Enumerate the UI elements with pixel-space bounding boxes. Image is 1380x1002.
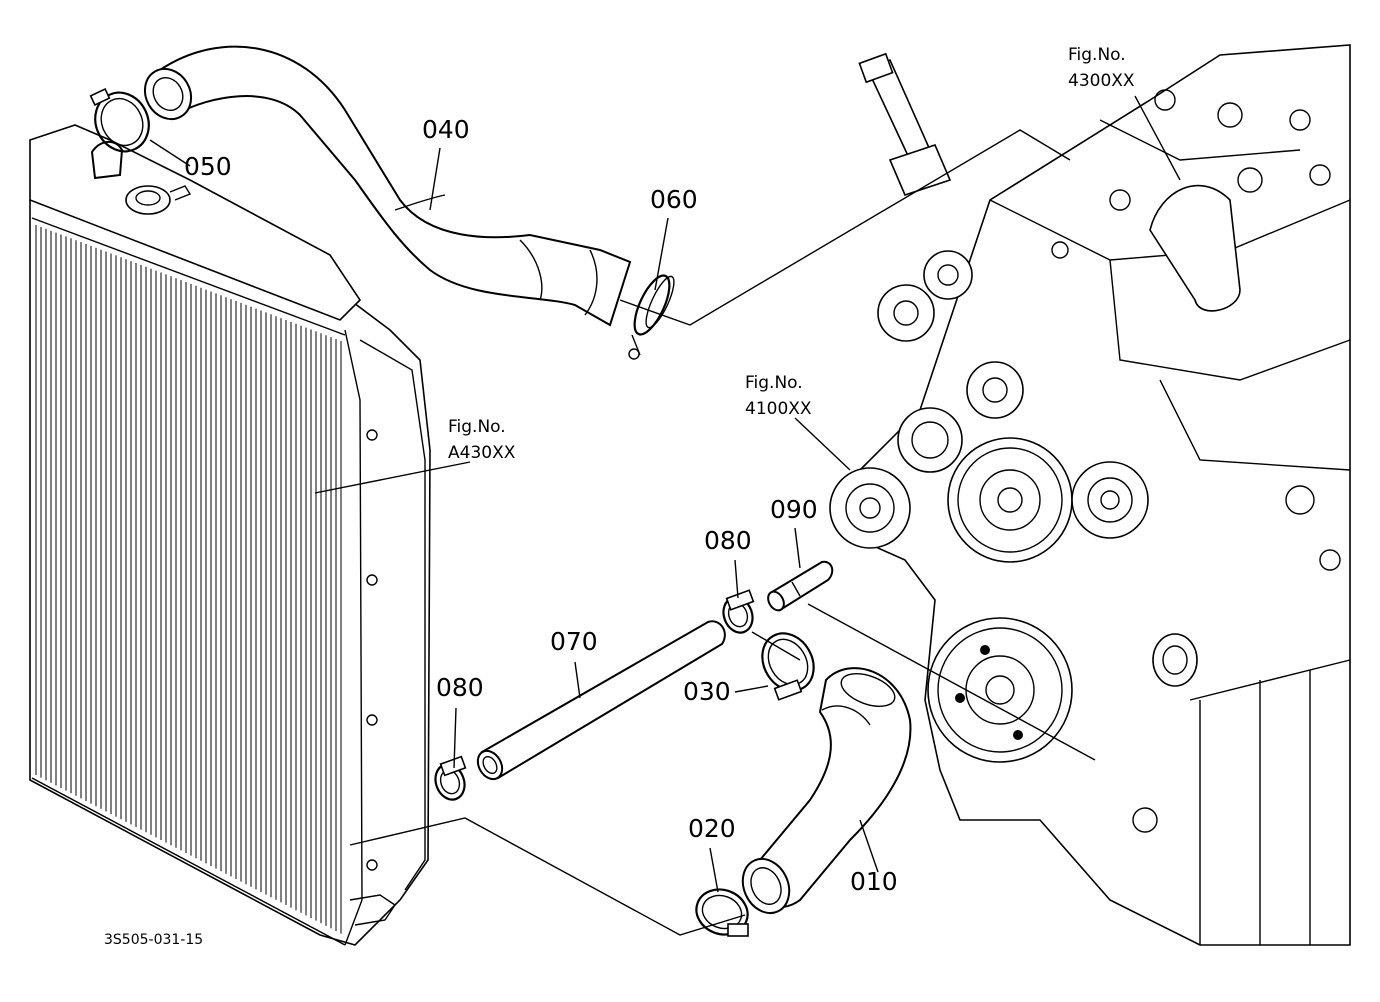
fig-ref-fan-line2: 4100XX xyxy=(745,399,812,419)
hose-clamp-020[interactable] xyxy=(690,882,754,941)
label-020: 020 xyxy=(688,814,736,843)
hose-clamp-030[interactable] xyxy=(752,624,824,701)
label-010: 010 xyxy=(850,867,898,896)
hose-clamp-060[interactable] xyxy=(628,271,679,360)
hose-clamp-050[interactable] xyxy=(86,84,158,160)
engine[interactable] xyxy=(829,44,1351,946)
label-070: 070 xyxy=(550,627,598,656)
label-030: 030 xyxy=(683,677,731,706)
radiator[interactable] xyxy=(29,124,431,946)
label-080-lower: 080 xyxy=(436,673,484,702)
bypass-pipe-090[interactable] xyxy=(765,560,834,613)
fig-ref-head-line1: Fig.No. xyxy=(1068,45,1126,65)
hose-clamp-080-upper[interactable] xyxy=(719,589,758,636)
radiator-cap[interactable] xyxy=(125,185,192,215)
label-040: 040 xyxy=(422,115,470,144)
fig-ref-radiator-line1: Fig.No. xyxy=(448,417,506,437)
label-080-upper: 080 xyxy=(704,526,752,555)
bypass-hose-070[interactable] xyxy=(473,620,726,783)
drawing-code: 3S505-031-15 xyxy=(104,932,203,948)
upper-radiator-hose[interactable] xyxy=(136,45,632,327)
label-060: 060 xyxy=(650,185,698,214)
label-050: 050 xyxy=(184,152,232,181)
leader-lines xyxy=(149,95,1181,936)
fig-ref-radiator-line2: A430XX xyxy=(448,443,516,463)
fig-ref-head-line2: 4300XX xyxy=(1068,71,1135,91)
label-090: 090 xyxy=(770,495,818,524)
radiator-core xyxy=(31,217,346,946)
lower-radiator-hose[interactable] xyxy=(734,667,912,920)
fig-ref-fan-line1: Fig.No. xyxy=(745,373,803,393)
hose-clamp-080-lower[interactable] xyxy=(431,755,470,804)
